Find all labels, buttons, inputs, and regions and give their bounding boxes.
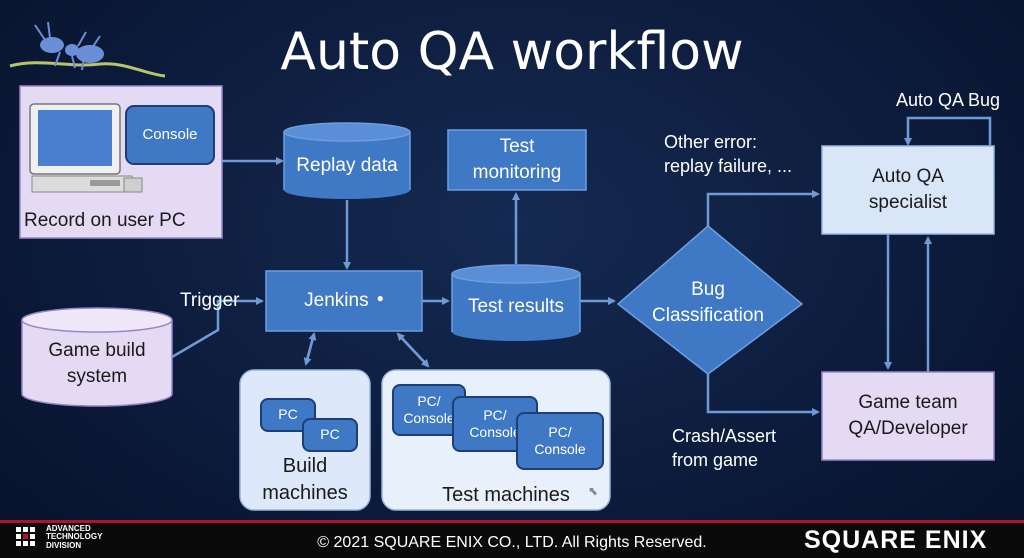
cursor-dot-icon: ● [376, 290, 384, 305]
console-label: Console [142, 125, 198, 143]
crash-assert-label: Crash/Assert from game [672, 424, 776, 473]
footer-bar [0, 520, 1024, 558]
test-machines-label: Test machines [442, 484, 570, 506]
game-build-line1: Game build [48, 340, 146, 362]
build-machines-line1: Build [282, 455, 328, 477]
ant-logo-icon [9, 21, 166, 78]
game-team-line1: Game team [858, 392, 958, 414]
jenkins-label: Jenkins ● [266, 271, 422, 331]
connectors [171, 116, 992, 416]
division-label: ADVANCED TECHNOLOGY DIVISION [46, 524, 103, 550]
test-pc-console-3: PC/ Console [516, 412, 604, 470]
test-monitoring-label: Test monitoring [448, 130, 586, 190]
test-pc-console-3-line1: PC/ [548, 423, 572, 440]
slide-title: Auto QA workflow [280, 22, 744, 82]
test-pc-console-2-line2: Console [469, 424, 521, 440]
test-pc-console-2-line1: PC/ [483, 406, 507, 423]
test-results-cylinder [451, 264, 581, 341]
game-team-line2: QA/Developer [848, 418, 968, 439]
division-line3: DIVISION [46, 540, 82, 550]
game-build-system-label: Game build system [22, 334, 172, 394]
game-build-system-cylinder [21, 307, 173, 407]
test-monitoring-line1: Test [499, 136, 535, 158]
division-line1: ADVANCED [46, 524, 91, 533]
test-monitoring-line2: monitoring [472, 162, 562, 183]
game-team-label: Game team QA/Developer [822, 372, 994, 460]
bug-classification-line2: Classification [652, 305, 764, 326]
square-enix-logo: SQUARE ENIX [804, 526, 988, 554]
record-on-user-pc-label: Record on user PC [24, 210, 186, 231]
test-pc-console-1-line1: PC/ [417, 392, 441, 409]
game-team-box [821, 371, 995, 461]
console-node [125, 105, 215, 165]
game-build-line2: system [66, 366, 128, 387]
other-error-line1: Other error: [664, 132, 758, 152]
auto-qa-specialist-label: Auto QA specialist [822, 146, 994, 234]
atd-logo-icon [16, 527, 42, 551]
other-error-line2: replay failure, ... [664, 156, 793, 177]
division-line2: TECHNOLOGY [46, 532, 103, 542]
auto-qa-specialist-line2: specialist [868, 192, 948, 213]
copyright-text: © 2021 SQUARE ENIX CO., LTD. All Rights … [317, 534, 707, 551]
build-machines-label: Build machines [240, 452, 370, 508]
computer-icon [29, 103, 143, 193]
test-monitoring-node [447, 129, 587, 191]
crash-assert-line2: from game [672, 450, 759, 471]
replay-data-label: Replay data [296, 155, 398, 177]
build-pc-2: PC [302, 418, 358, 452]
crash-assert-line1: Crash/Assert [672, 426, 777, 446]
replay-data-cylinder [283, 122, 411, 199]
build-machines-line2: machines [262, 482, 348, 504]
bug-classification-label: Bug Classification [630, 270, 786, 336]
bug-classification-line1: Bug [691, 279, 725, 301]
trigger-label: Trigger [180, 290, 240, 311]
auto-qa-specialist-box [821, 145, 995, 235]
other-error-label: Other error: replay failure, ... [664, 130, 792, 179]
test-results-label: Test results [467, 296, 565, 318]
jenkins-node [265, 270, 423, 332]
test-pc-console-1: PC/ Console [392, 384, 466, 436]
test-pc-console-3-line2: Console [534, 441, 586, 457]
auto-qa-bug-label: Auto QA Bug [896, 90, 1001, 110]
auto-qa-specialist-line1: Auto QA [872, 166, 944, 188]
jenkins-text: Jenkins [304, 290, 369, 312]
mouse-cursor-icon: ⬉ [588, 484, 599, 498]
test-pc-console-1-line2: Console [403, 410, 455, 426]
